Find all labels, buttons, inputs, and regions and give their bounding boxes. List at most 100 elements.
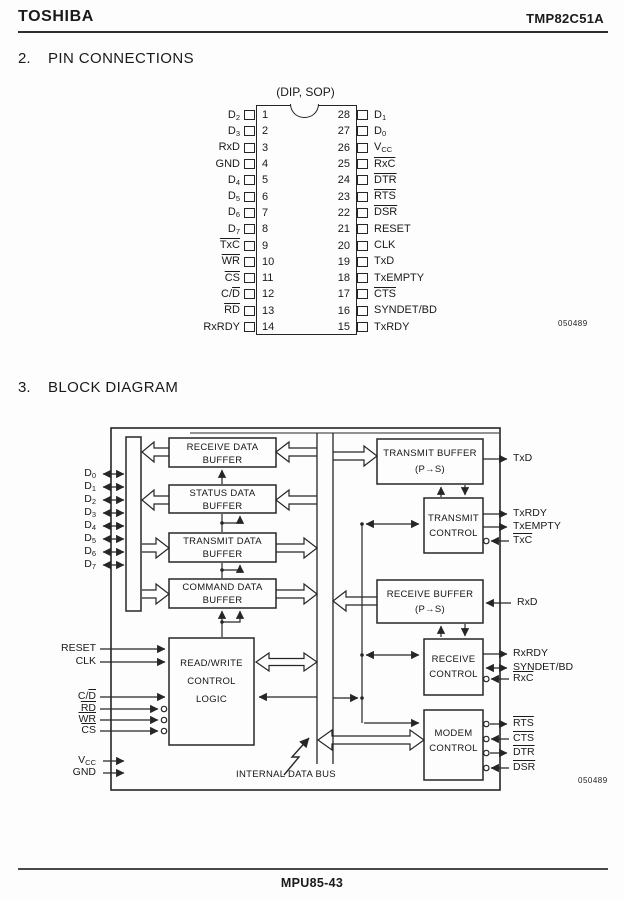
signal-rd: RD (80, 702, 96, 714)
signal-d7: D7 (84, 558, 96, 571)
pin-pad (357, 256, 368, 267)
pin-label: D1 (374, 108, 387, 122)
pin-pad (357, 142, 368, 153)
signal-txrdy: TxRDY (513, 507, 547, 519)
junction-dots (220, 521, 364, 700)
pin-label: C/D (221, 287, 240, 300)
pin-pad (244, 322, 255, 332)
pin-label: TxRDY (374, 320, 410, 333)
pin-label: RD (224, 304, 240, 317)
signal-gnd: GND (72, 766, 96, 778)
pin-row: GND 4 (140, 156, 274, 172)
pin-number: 28 (337, 109, 350, 122)
pin-row: CS 11 (140, 270, 274, 286)
function-blocks (168, 437, 484, 781)
pin-number: 9 (262, 239, 269, 252)
signal-dsr: DSR (513, 761, 536, 773)
pin-number: 2 (262, 125, 269, 138)
signal-rxc: RxC (513, 672, 534, 684)
pin-label: CS (224, 271, 240, 284)
pin-label: D3 (227, 124, 240, 138)
signal-cts: CTS (513, 732, 534, 744)
pin-number: 5 (262, 174, 269, 187)
internal-bus-pointer (283, 737, 310, 776)
section-2-title: PIN CONNECTIONS (48, 50, 195, 67)
right-signal-lines (482, 454, 511, 773)
pin-label: TxEMPTY (374, 271, 425, 284)
pin-number: 6 (262, 190, 269, 203)
pin-label: SYNDET/BD (374, 304, 437, 317)
pin-number: 4 (262, 158, 269, 171)
pin-label: RTS (374, 190, 396, 203)
pin-number: 11 (262, 272, 274, 285)
pin-label: RxC (374, 157, 396, 170)
signal-reset: RESET (60, 642, 96, 654)
internal-data-bus-label: INTERNAL DATA BUS (236, 769, 336, 780)
revision-code-block: 050489 (578, 776, 608, 785)
signal-syndet-bd: SYNDET/BD (513, 661, 574, 673)
transmit-buffer-block: TRANSMIT BUFFER(P→S) (383, 448, 477, 475)
signal-rts: RTS (513, 717, 534, 729)
section-3-title: BLOCK DIAGRAM (48, 379, 179, 396)
pin-number: 27 (337, 125, 350, 138)
pin-number: 22 (337, 206, 350, 219)
signal-d2: D2 (84, 493, 96, 506)
signal-d3: D3 (84, 506, 96, 519)
pin-number: 17 (337, 288, 350, 301)
receive-buffer-block: RECEIVE BUFFER(P→S) (386, 589, 474, 615)
pin-label: DTR (374, 173, 397, 186)
pin-number: 23 (337, 190, 350, 203)
pin-number: 14 (262, 321, 275, 333)
pin-row: 16 SYNDET/BD (320, 303, 437, 319)
signal-dtr: DTR (513, 746, 535, 758)
part-number: TMP82C51A (526, 11, 604, 26)
pin-label: WR (221, 255, 240, 268)
internal-data-bus-lines (316, 433, 334, 764)
pin-pad (244, 240, 255, 251)
pin-pad (244, 175, 255, 186)
section-3-number: 3. (18, 379, 31, 396)
signal-vcc: VCC (78, 754, 96, 767)
pin-pad (244, 224, 255, 235)
pin-label: CLK (374, 239, 396, 252)
pin-pad (244, 256, 255, 267)
signal-d1: D1 (84, 480, 96, 493)
pin-pad (244, 142, 255, 153)
signal-cs: CS (81, 724, 96, 736)
pin-label: D5 (227, 190, 240, 204)
pin-pad (244, 305, 255, 316)
signal-wr: WR (78, 713, 97, 725)
pin-pad (357, 224, 368, 235)
signal-rxd: RxD (517, 596, 538, 608)
pin-row: 23 RTS (320, 188, 437, 204)
pin-pad (244, 126, 255, 137)
hollow-bus-arrows (141, 440, 426, 752)
data-bus-buffer-bar (125, 436, 142, 612)
page-number: MPU85-43 (280, 876, 344, 890)
signal-c-d: C/D (77, 690, 96, 702)
pin-number: 16 (337, 304, 350, 317)
pin-label: GND (215, 157, 240, 170)
pin-row: D3 2 (140, 123, 274, 139)
pin-number: 26 (337, 141, 350, 154)
pin-number: 19 (337, 255, 350, 268)
pin-pad (357, 240, 368, 251)
